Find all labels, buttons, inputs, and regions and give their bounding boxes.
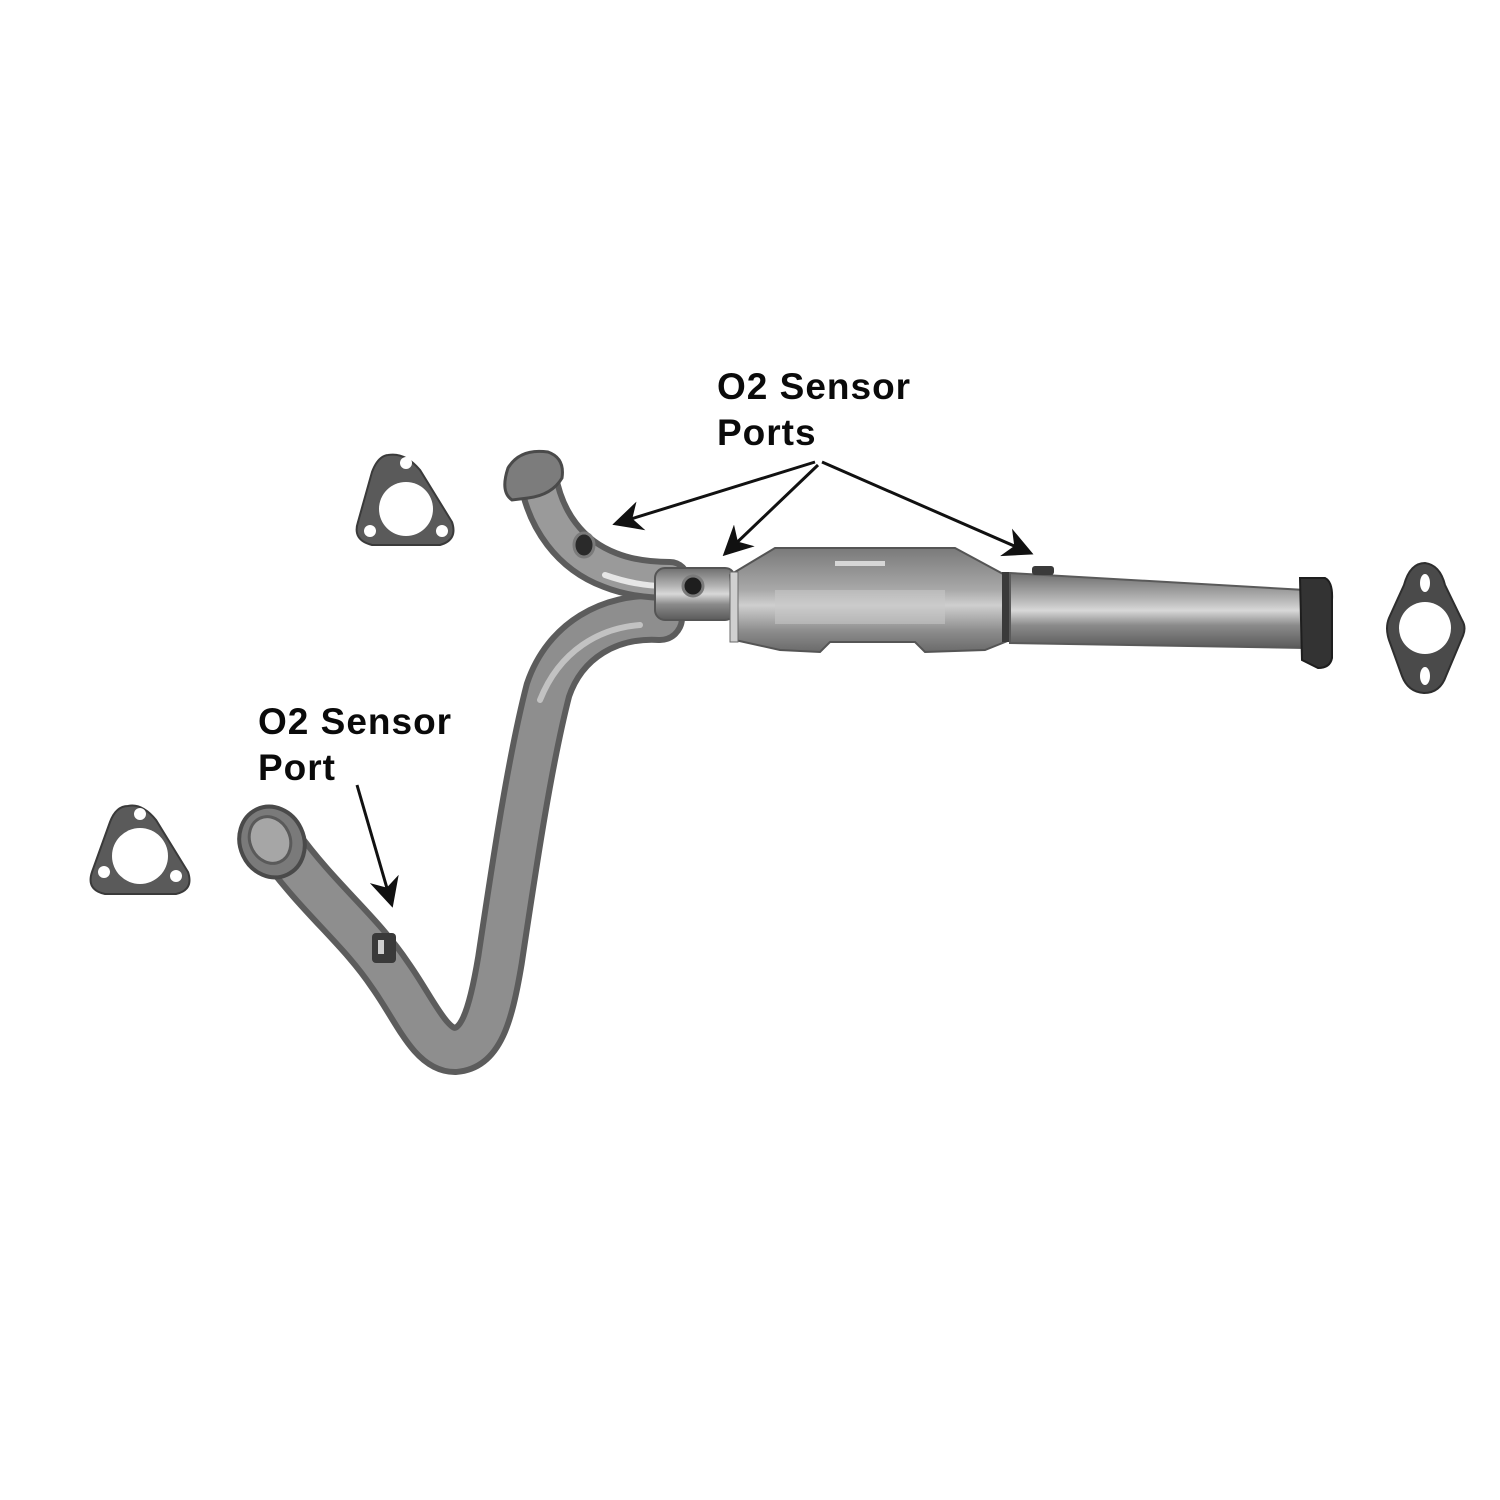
upper-o2-port	[572, 531, 596, 559]
arrow-to-upper-inlet-port	[612, 460, 816, 531]
gasket-bolt-hole	[98, 866, 110, 878]
upper-pipe-highlight	[523, 463, 685, 595]
o2-sensor-ports-label: O2 Sensor Ports	[717, 364, 911, 456]
gasket-upper-left	[355, 453, 455, 546]
arrow-to-outlet-port	[821, 460, 1034, 557]
arrow-to-y-junction-port	[722, 463, 820, 557]
lower-pipe-shine	[537, 622, 643, 703]
outlet-o2-port	[1032, 566, 1054, 575]
converter-center-band	[775, 590, 945, 624]
y-junction	[654, 567, 736, 621]
lower-inlet-pipe	[237, 592, 685, 1076]
gasket-center-hole	[1399, 602, 1451, 654]
lower-o2-port-shine	[378, 940, 384, 954]
o2-sensor-ports-label-line2: Ports	[717, 412, 817, 453]
lower-inlet-opening	[247, 815, 293, 865]
converter-inlet-ring	[729, 571, 739, 643]
gasket-bolt-hole	[400, 457, 412, 469]
gasket-bolt-hole	[364, 525, 376, 537]
upper-inlet-pipe	[503, 449, 691, 601]
converter-outlet-ring	[1002, 572, 1010, 642]
catalytic-converter	[728, 547, 1012, 654]
left-label-arrow	[355, 784, 399, 908]
gasket-lower-left	[89, 804, 191, 895]
gasket-bolt-slot	[1420, 574, 1430, 592]
upper-inlet-flange	[503, 449, 564, 502]
outlet-pipe-body	[1009, 571, 1306, 650]
gasket-bolt-hole	[134, 808, 146, 820]
lower-pipe-body	[255, 592, 685, 1076]
y-junction-o2-port	[681, 574, 705, 598]
o2-sensor-port-label-line1: O2 Sensor	[258, 701, 453, 742]
outlet-pipe	[1009, 566, 1334, 670]
gasket-right	[1386, 561, 1466, 695]
gasket-center-hole	[379, 482, 433, 536]
gasket-bolt-slot	[1420, 667, 1430, 685]
o2-sensor-port-label: O2 Sensor Port	[258, 699, 452, 791]
outlet-flange	[1298, 577, 1334, 670]
o2-sensor-ports-label-line1: O2 Sensor	[717, 366, 912, 407]
arrow-to-lower-inlet-port	[355, 784, 399, 908]
gasket-center-hole	[112, 828, 168, 884]
o2-sensor-port-label-line2: Port	[258, 747, 336, 788]
gasket-bolt-hole	[436, 525, 448, 537]
top-label-arrows	[612, 460, 1034, 557]
gasket-bolt-hole	[170, 870, 182, 882]
converter-stamp	[835, 561, 885, 566]
